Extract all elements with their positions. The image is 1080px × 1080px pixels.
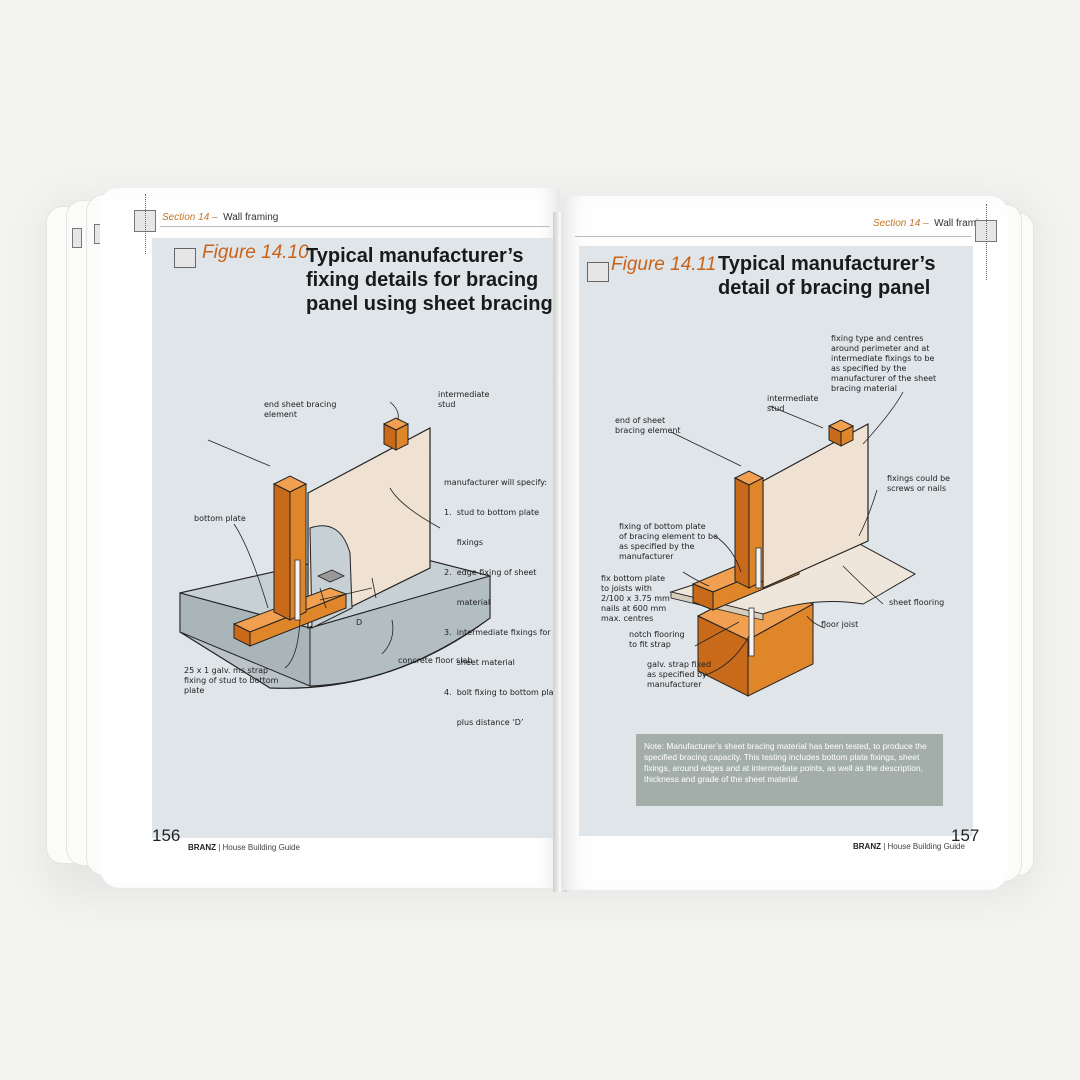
annotation-line: end sheet bracing [264,400,337,409]
annotation-fixings-could-be: fixings could be screws or nails [887,474,950,494]
footer-guide: House Building Guide [887,842,965,851]
header-title: Wall framing [223,212,279,223]
right-page: Section 14 – Wall framing Figure 14.11 T… [563,196,1008,890]
header-section: Section 14 – [873,218,929,229]
running-header: Section 14 – Wall framing [162,212,278,223]
bracing-panel-detail-illustration [669,391,917,697]
annotation-line: nails at 600 mm [601,604,667,613]
figure-title: Figure 14.10 [202,242,309,264]
annotation-bottom-plate: bottom plate [194,514,246,523]
annotation-line: intermediate [767,394,819,403]
annotation-line: 2/100 x 3.75 mm [601,594,670,603]
tab-guide-line [986,204,987,280]
annotation-line: as specified by [647,670,707,679]
annotation-line: manufacturer [619,552,674,561]
figure-icon [587,262,609,282]
annotation-line: 2. edge fixing of sheet [444,568,537,577]
annotation-line: end of sheet [615,416,666,425]
annotation-line: 25 x 1 galv. ms strap [184,666,269,675]
heading-line: Typical manufacturer’s [306,245,524,267]
heading-line: detail of bracing panel [718,277,931,299]
annotation-dimension-d: D [356,618,363,627]
annotation-line: element [264,410,297,419]
figure-title: Figure 14.11 [611,254,716,276]
annotation-line: 4. bolt fixing to bottom plate [444,688,560,697]
header-rule [160,226,550,227]
annotation-line: fix bottom plate [601,574,666,583]
annotation-line: manufacturer of the sheet [831,374,937,383]
annotation-line: manufacturer will specify: [444,478,548,487]
annotation-line: notch flooring [629,630,685,639]
note-box: Note: Manufacturer’s sheet bracing mater… [636,734,943,806]
annotation-fixing-bottom-plate: fixing of bottom plate of bracing elemen… [619,522,718,562]
annotation-line: fixing of stud to bottom [184,676,279,685]
annotation-floor-joist: floor joist [821,620,859,629]
header-section: Section 14 – [162,212,218,223]
annotation-line: of bracing element to be [619,532,718,541]
annotation-line: fixings [444,538,484,547]
annotation-line: fixing type and centres [831,334,924,343]
annotation-line: bracing element [615,426,681,435]
footer-brand: BRANZ [188,843,216,852]
figure-icon [174,248,196,268]
annotation-line: 1. stud to bottom plate [444,508,540,517]
header-rule [575,236,971,237]
annotation-line: galv. strap fixed [647,660,712,669]
figure-label: Figure 14.10 [202,242,309,263]
annotation-line: max. centres [601,614,654,623]
stack-tab-icon [72,228,82,248]
heading-line: Typical manufacturer’s [718,253,936,275]
annotation-line: as specified by the [831,364,907,373]
footer: BRANZ | House Building Guide [853,842,965,851]
annotation-strap: 25 x 1 galv. ms strap fixing of stud to … [184,666,278,696]
annotation-line: plate [184,686,205,695]
annotation-line: fixings could be [887,474,951,483]
annotation-intermediate-stud: intermediate stud [767,394,818,414]
bracing-panel-illustration [179,401,492,689]
page-number: 156 [152,826,181,845]
annotation-fixing-type: fixing type and centres around perimeter… [831,334,936,394]
footer-brand: BRANZ [853,842,881,851]
annotation-sheet-flooring: sheet flooring [889,598,945,607]
annotation-line: plus distance ‘D’ [444,718,524,727]
annotation-line: bracing material [831,384,897,393]
annotation-line: around perimeter and at [831,344,930,353]
annotation-slab: concrete floor slab [398,656,473,665]
annotation-manufacturer-spec: manufacturer will specify: 1. stud to bo… [444,458,560,748]
annotation-line: stud [767,404,785,413]
annotation-end-sheet: end sheet bracing element [264,400,336,420]
annotation-line: 3. intermediate fixings for [444,628,551,637]
running-header: Section 14 – Wall framing [873,218,989,229]
heading-line: fixing details for bracing [306,269,539,291]
annotation-line: intermediate fixings to be [831,354,935,363]
figure-label: Figure 14.11 [611,254,717,275]
annotation-intermediate-stud: intermediate stud [438,390,489,410]
annotation-fix-bottom-plate: fix bottom plate to joists with 2/100 x … [601,574,670,624]
footer: BRANZ | House Building Guide [188,843,300,852]
annotation-line: material [444,598,491,607]
heading-line: panel using sheet bracing [306,293,553,315]
annotation-line: sheet material [444,658,515,667]
annotation-line: screws or nails [887,484,947,493]
annotation-line: fixing of bottom plate [619,522,706,531]
footer-guide: House Building Guide [222,843,300,852]
figure-heading: Typical manufacturer’s detail of bracing… [718,252,935,300]
annotation-line: manufacturer [647,680,702,689]
header-title: Wall framing [934,218,990,229]
page-number: 157 [951,826,980,845]
annotation-line: to fit strap [629,640,671,649]
annotation-line: stud [438,400,456,409]
annotation-line: as specified by the [619,542,695,551]
annotation-notch: notch flooring to fit strap [629,630,685,650]
annotation-galv-strap: galv. strap fixed as specified by manufa… [647,660,711,690]
annotation-line: to joists with [601,584,652,593]
annotation-end-sheet: end of sheet bracing element [615,416,681,436]
figure-heading: Typical manufacturer’s fixing details fo… [306,244,553,316]
left-page: Section 14 – Wall framing Figure 14.10 T… [100,188,560,888]
tab-guide-line [145,194,146,254]
annotation-line: intermediate [438,390,490,399]
